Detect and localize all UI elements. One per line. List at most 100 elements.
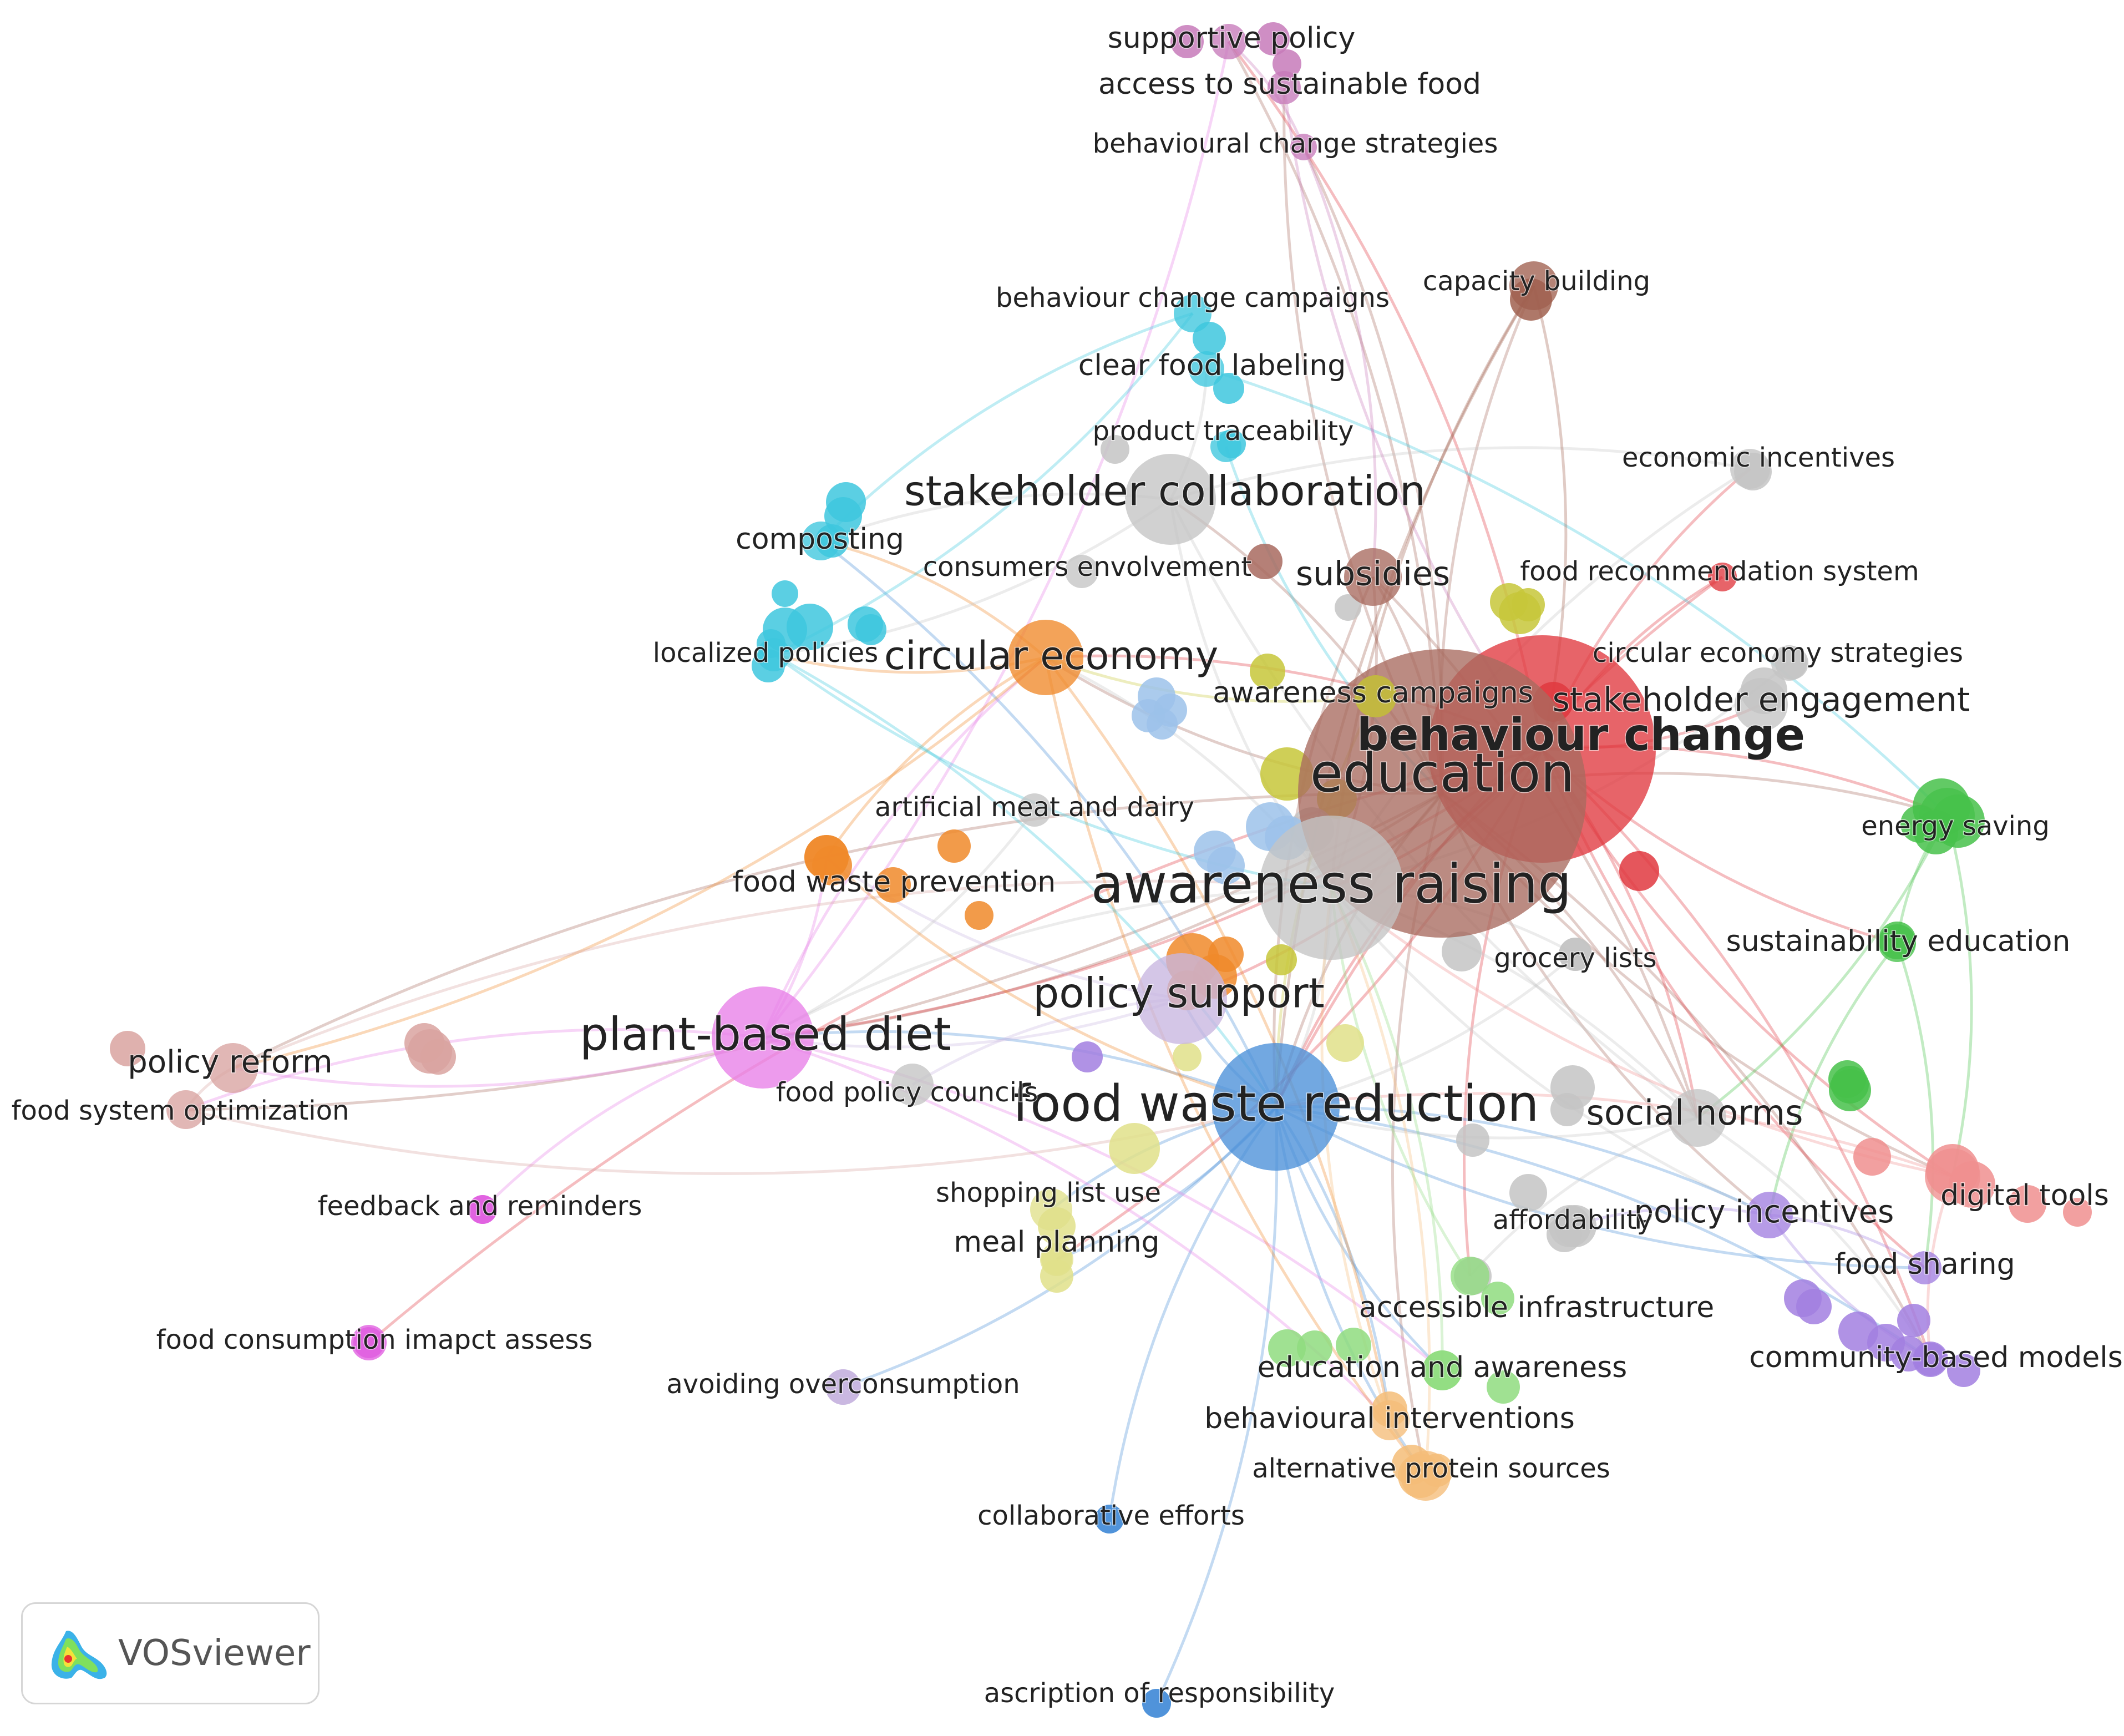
label-digital-tools: digital tools	[1940, 1179, 2109, 1212]
node-clear-food-labeling[interactable]	[1189, 351, 1224, 387]
node-circular-economy-strategies[interactable]	[1771, 645, 1807, 681]
node-food-consumption-imapct-assess[interactable]	[351, 1325, 387, 1360]
node-policy-reform[interactable]	[208, 1043, 258, 1093]
minor-node	[1897, 1304, 1930, 1337]
minor-node	[965, 901, 993, 930]
node-policy-incentives[interactable]	[1746, 1192, 1793, 1238]
node-consumers-envolvement[interactable]	[1065, 555, 1098, 588]
label-capacity-building: capacity building	[1423, 266, 1650, 297]
minor-node	[1072, 1041, 1103, 1072]
minor-node	[1487, 1370, 1520, 1404]
network-link	[773, 312, 1194, 656]
node-supportive-policy[interactable]	[1211, 24, 1246, 59]
network-link	[1945, 815, 1973, 1177]
label-food-recommendation-system: food recommendation system	[1520, 556, 1919, 587]
node-economic-incentives[interactable]	[1730, 449, 1770, 489]
label-avoiding-overconsumption: avoiding overconsumption	[666, 1369, 1020, 1400]
label-product-traceability: product traceability	[1093, 416, 1354, 447]
node-subsidies[interactable]	[1344, 548, 1402, 606]
node-behavioural-change-strategies[interactable]	[1290, 134, 1317, 160]
node-circular-economy[interactable]	[1008, 620, 1083, 695]
node-collaborative-efforts[interactable]	[1095, 1505, 1124, 1533]
vosviewer-logo: VOSviewer	[21, 1602, 320, 1704]
minor-node	[1207, 847, 1245, 884]
network-link	[761, 656, 1047, 1038]
node-awareness-raising[interactable]	[1259, 816, 1403, 960]
label-awareness-raising: awareness raising	[1091, 853, 1572, 915]
node-alternative-protein-sources[interactable]	[1401, 1451, 1451, 1501]
node-ascription-of-responsibility[interactable]	[1142, 1689, 1171, 1718]
node-accessible-infrastructure[interactable]	[1451, 1257, 1489, 1295]
node-food-waste-reduction[interactable]	[1212, 1043, 1340, 1171]
minor-node	[1335, 594, 1361, 621]
network-link	[1170, 446, 1751, 501]
network-link	[1275, 1092, 1953, 1178]
minor-node	[1247, 544, 1282, 579]
node-stakeholder-collaboration[interactable]	[1125, 454, 1216, 545]
network-link	[1469, 1116, 1698, 1277]
label-policy-support: policy support	[1033, 970, 1324, 1018]
network-link	[232, 1036, 763, 1088]
label-education: education	[1310, 742, 1574, 804]
node-food-policy-councils[interactable]	[891, 1064, 934, 1106]
node-shopping-list-use[interactable]	[1030, 1188, 1072, 1231]
node-awareness-campaigns[interactable]	[1355, 675, 1397, 717]
label-economic-incentives: economic incentives	[1622, 442, 1895, 473]
network-link	[1330, 887, 1431, 1476]
minor-node	[1853, 1138, 1891, 1176]
node-sustainability-education[interactable]	[1878, 924, 1916, 962]
node-avoiding-overconsumption[interactable]	[825, 1369, 861, 1405]
node-digital-tools[interactable]	[1925, 1148, 1980, 1204]
node-composting[interactable]	[802, 522, 840, 560]
minor-node	[1512, 588, 1545, 621]
network-link	[762, 41, 1230, 1039]
node-behavioural-interventions[interactable]	[1370, 1400, 1410, 1440]
node-capacity-building[interactable]	[1509, 261, 1558, 310]
node-energy-saving[interactable]	[1919, 788, 1975, 843]
minor-node	[1442, 932, 1482, 971]
node-behaviour-change-campaigns[interactable]	[1174, 295, 1211, 332]
node-localized-policies[interactable]	[757, 638, 790, 671]
node-stakeholder-engagement[interactable]	[1735, 678, 1788, 731]
node-affordability[interactable]	[1549, 1205, 1591, 1247]
label-ascription-of-responsibility: ascription of responsibility	[984, 1678, 1335, 1709]
minor-node	[1456, 1123, 1489, 1157]
label-food-sharing: food sharing	[1834, 1248, 2015, 1281]
label-education-and-awareness: education and awareness	[1258, 1351, 1628, 1384]
node-access-to-sustainable-food[interactable]	[1268, 71, 1301, 104]
node-feedback-and-reminders[interactable]	[468, 1195, 497, 1224]
label-social-norms: social norms	[1586, 1092, 1803, 1133]
node-artificial-meat-and-dairy[interactable]	[1018, 793, 1051, 827]
node-food-waste-prevention[interactable]	[804, 835, 849, 879]
label-alternative-protein-sources: alternative protein sources	[1252, 1453, 1610, 1484]
label-food-system-optimization: food system optimization	[12, 1095, 349, 1126]
network-link	[825, 656, 1047, 858]
node-social-norms[interactable]	[1669, 1089, 1726, 1147]
node-grocery-lists[interactable]	[1559, 938, 1592, 971]
label-meal-planning: meal planning	[954, 1226, 1159, 1259]
network-link	[762, 1030, 1276, 1109]
network-link	[762, 886, 1332, 1039]
network-link	[1275, 1105, 1771, 1217]
node-meal-planning[interactable]	[1040, 1243, 1073, 1276]
node-education-and-awareness[interactable]	[1422, 1350, 1462, 1390]
minor-node	[1828, 1060, 1866, 1098]
minor-node	[1481, 1282, 1514, 1315]
network-link	[820, 492, 1171, 543]
node-product-traceability[interactable]	[1210, 431, 1241, 462]
node-policy-support[interactable]	[1136, 953, 1227, 1044]
network-link	[1696, 814, 1949, 1119]
label-accessible-infrastructure: accessible infrastructure	[1359, 1291, 1715, 1324]
label-composting: composting	[736, 523, 904, 556]
node-food-system-optimization[interactable]	[166, 1090, 205, 1129]
minor-node	[1250, 654, 1285, 689]
minor-node	[1109, 1123, 1160, 1174]
label-stakeholder-collaboration: stakeholder collaboration	[904, 468, 1426, 515]
node-food-recommendation-system[interactable]	[1708, 563, 1737, 591]
node-plant-based-diet[interactable]	[712, 986, 814, 1089]
network-nodes	[166, 24, 1980, 1718]
vosviewer-density-icon	[51, 1631, 107, 1679]
node-community-based-models[interactable]	[1914, 1343, 1947, 1376]
node-food-sharing[interactable]	[1908, 1251, 1941, 1284]
